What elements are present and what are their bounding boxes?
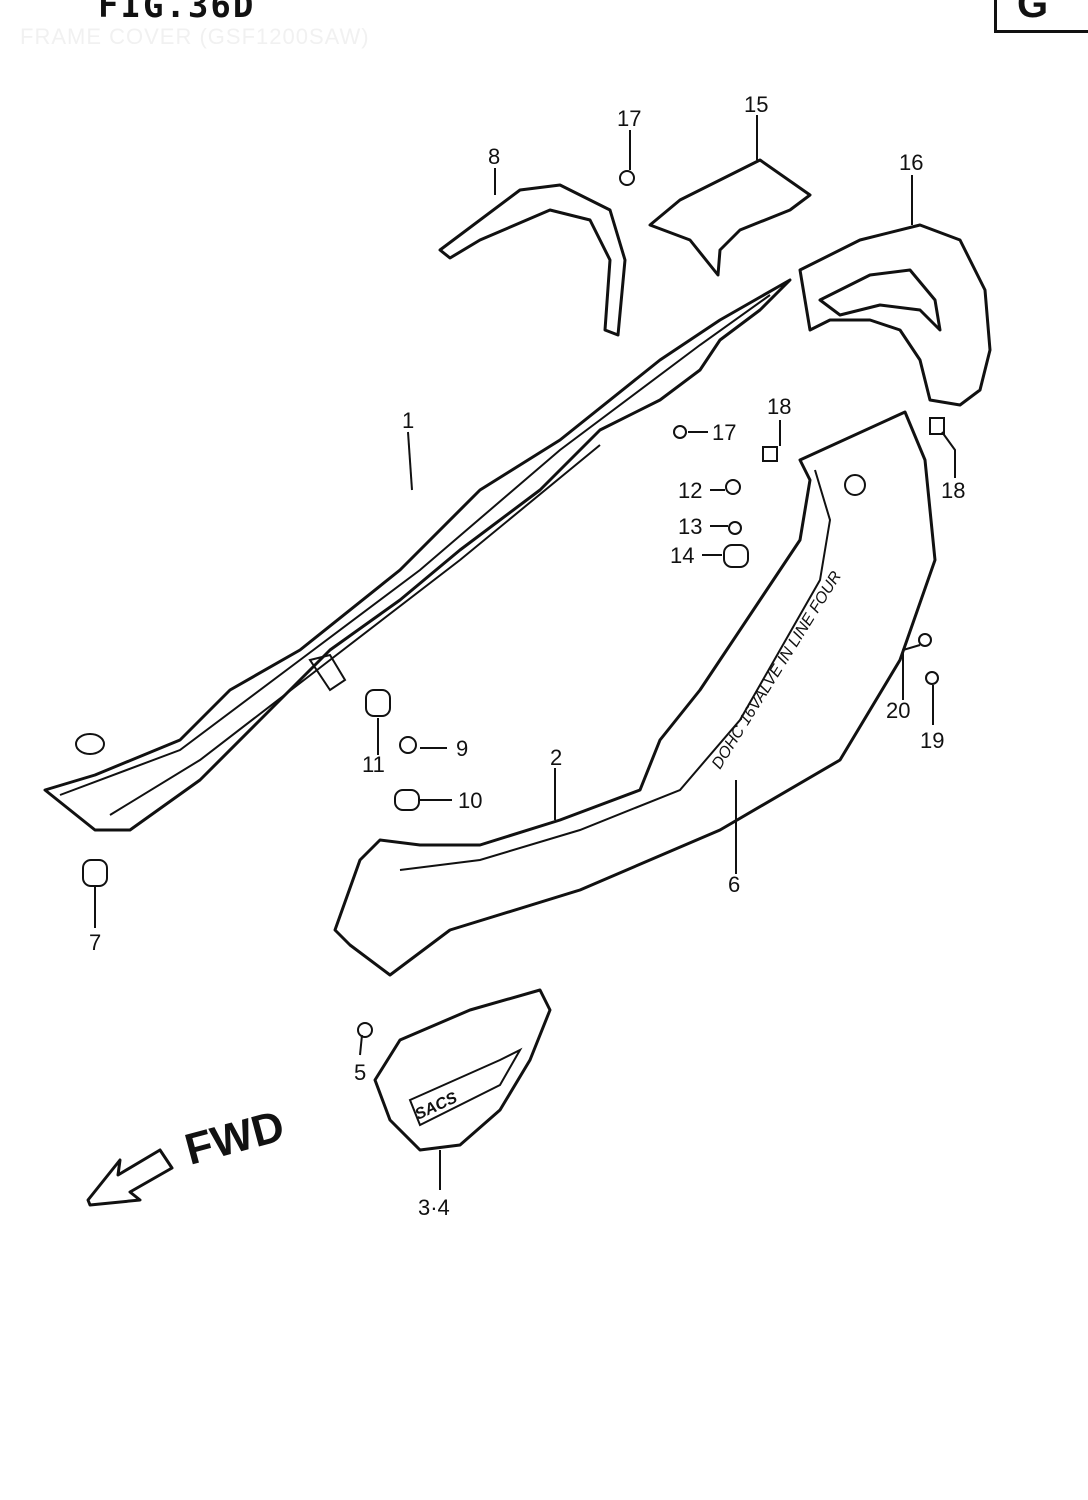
part-15-cover[interactable] xyxy=(648,158,812,277)
label-8: 8 xyxy=(488,144,500,169)
part-12-bolt xyxy=(725,479,741,495)
decal-side-text: DOHC 16VALVE IN LINE FOUR xyxy=(709,568,845,772)
part-18-nut xyxy=(762,446,778,462)
label-3-4: 3·4 xyxy=(418,1195,450,1220)
part-2-side-cover[interactable]: DOHC 16VALVE IN LINE FOUR xyxy=(333,410,937,977)
label-6: 6 xyxy=(728,872,740,897)
forward-arrow: FWD xyxy=(86,1101,289,1207)
part-1-frame-cover[interactable] xyxy=(43,278,792,832)
part-8-trim[interactable] xyxy=(438,183,627,337)
figure-title: FIG.36D xyxy=(98,0,256,26)
label-17-top: 17 xyxy=(617,106,641,131)
label-18-right: 18 xyxy=(941,478,965,503)
part-5-screw xyxy=(357,1022,373,1038)
label-15: 15 xyxy=(744,92,768,117)
label-9: 9 xyxy=(456,736,468,761)
leader-lines xyxy=(94,115,956,1190)
label-2: 2 xyxy=(550,745,562,770)
part-3-4-lower-cover[interactable]: SACS xyxy=(373,988,552,1152)
section-badge-letter: G xyxy=(1017,0,1049,26)
part-7-grommet xyxy=(82,859,108,887)
part-14-cushion xyxy=(723,544,749,568)
label-7: 7 xyxy=(89,930,101,955)
label-18-mid: 18 xyxy=(767,394,791,419)
decal-emblem-text: SACS xyxy=(413,1089,461,1123)
label-20: 20 xyxy=(886,698,910,723)
part-16-tail-cover[interactable] xyxy=(798,223,992,407)
part-20-washer xyxy=(918,633,932,647)
fwd-label: FWD xyxy=(180,1101,289,1174)
part-10-cushion xyxy=(394,789,420,811)
fasteners xyxy=(82,170,945,1038)
label-11: 11 xyxy=(362,752,385,777)
section-badge: G xyxy=(994,0,1088,33)
label-14: 14 xyxy=(670,543,694,568)
part-18-nut-2 xyxy=(929,417,945,435)
part-13-washer xyxy=(728,521,742,535)
label-17-mid: 17 xyxy=(712,420,736,445)
part-17-screw-2 xyxy=(673,425,687,439)
part-19-screw xyxy=(925,671,939,685)
part-9-screw xyxy=(399,736,417,754)
part-11-grommet xyxy=(365,689,391,717)
label-19: 19 xyxy=(920,728,944,753)
label-12: 12 xyxy=(678,478,702,503)
label-5: 5 xyxy=(354,1060,366,1085)
label-16: 16 xyxy=(899,150,923,175)
arrow-left-icon xyxy=(86,1148,174,1207)
label-10: 10 xyxy=(458,788,482,813)
label-13: 13 xyxy=(678,514,702,539)
part-17-screw xyxy=(619,170,635,186)
label-1: 1 xyxy=(402,408,414,433)
figure-subtitle: FRAME COVER (GSF1200SAW) xyxy=(20,24,370,49)
